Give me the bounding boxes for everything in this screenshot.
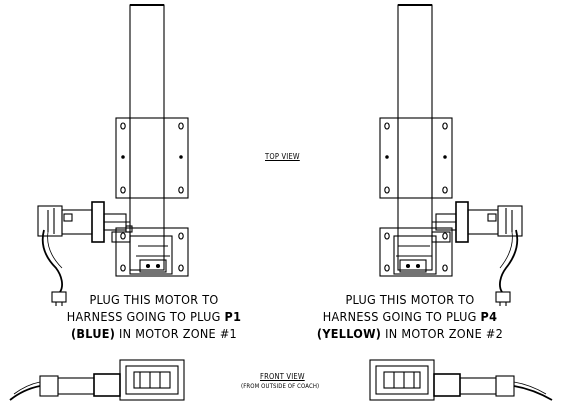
right-plug-id: P4 [480,309,498,324]
front-view-label: FRONT VIEW [260,372,305,381]
right-note-line2: HARNESS GOING TO PLUG P4 [322,309,498,324]
right-zone-color: (YELLOW) [316,326,382,341]
left-zone-color: (BLUE) [70,326,116,341]
right-column-assembly [379,4,523,306]
right-note-line1: PLUG THIS MOTOR TO [345,292,475,307]
right-front-view-assembly [369,359,553,401]
left-column-assembly [37,4,189,306]
left-motor-note: PLUG THIS MOTOR TO HARNESS GOING TO PLUG… [44,291,264,342]
left-front-view-assembly [9,359,185,401]
left-note-line2: HARNESS GOING TO PLUG P1 [66,309,242,324]
left-note-line3: (BLUE) IN MOTOR ZONE #1 [70,326,238,341]
right-motor-note: PLUG THIS MOTOR TO HARNESS GOING TO PLUG… [296,291,524,342]
front-view-sublabel: (FROM OUTSIDE OF COACH) [241,383,320,390]
left-note-line1: PLUG THIS MOTOR TO [89,292,219,307]
top-view-label: TOP VIEW [265,152,300,161]
left-plug-id: P1 [224,309,242,324]
right-note-line3: (YELLOW) IN MOTOR ZONE #2 [316,326,504,341]
